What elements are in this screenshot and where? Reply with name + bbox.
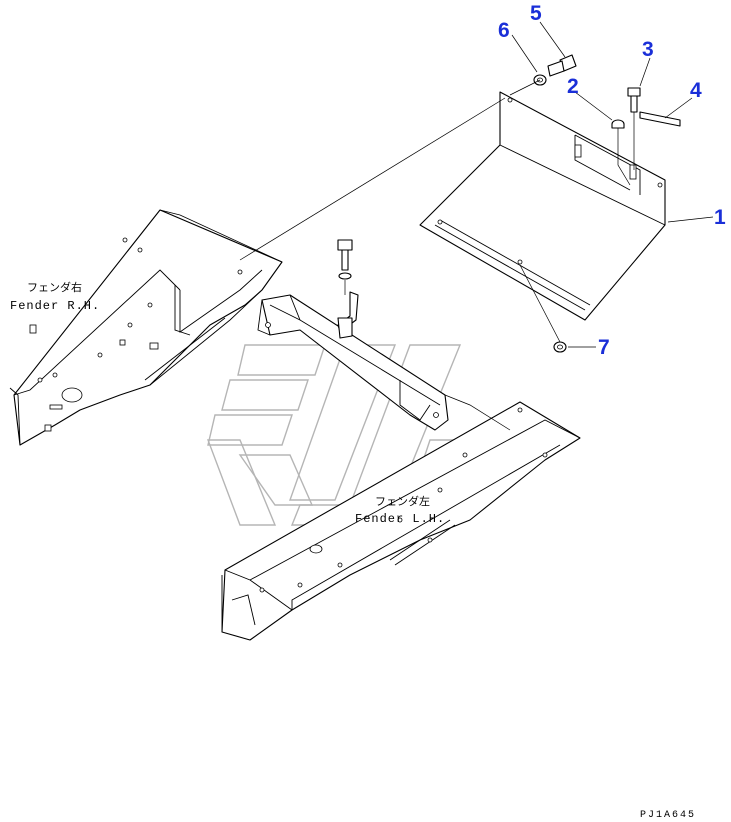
fender-lh-jp-label: フェンダ左 xyxy=(375,494,430,508)
callout-3: 3 xyxy=(642,38,654,61)
rod-part-4 xyxy=(639,111,681,127)
bolt-part-5 xyxy=(547,54,577,77)
drawing-code: PJ1A645 xyxy=(640,810,696,821)
fender-rh-en-label: Fender R.H. xyxy=(10,299,100,313)
bolt-part-3 xyxy=(627,87,641,113)
fender-rh-jp-label: フェンダ右 xyxy=(27,280,82,294)
nut-part-7 xyxy=(553,341,567,353)
cap-part-2 xyxy=(611,119,625,129)
callout-4: 4 xyxy=(690,79,702,102)
callout-6: 6 xyxy=(498,19,510,42)
fender-lh-en-label: Fender L.H. xyxy=(355,512,445,526)
callout-1: 1 xyxy=(714,206,726,229)
callout-7: 7 xyxy=(598,336,610,359)
fender-lh xyxy=(221,401,581,641)
callout-5: 5 xyxy=(530,2,542,25)
cover-plate-part-1 xyxy=(419,91,666,321)
center-bolt-assembly xyxy=(337,239,359,339)
fender-rh xyxy=(9,209,283,446)
leader-lines xyxy=(511,21,714,348)
callout-2: 2 xyxy=(567,75,579,98)
assembly-lines xyxy=(239,79,635,343)
